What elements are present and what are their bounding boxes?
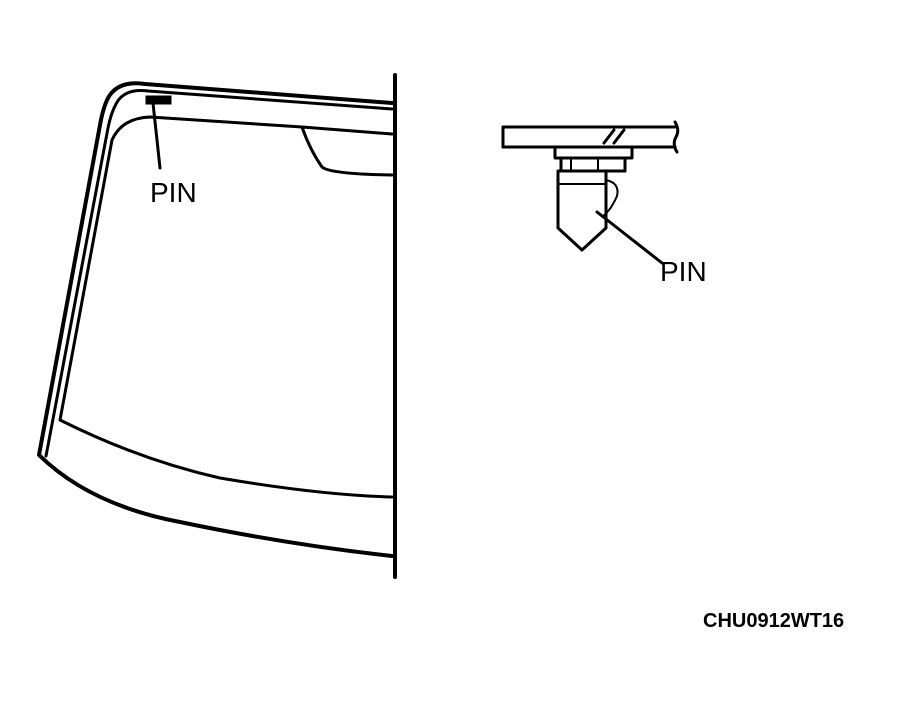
windshield-inner-edge [44, 89, 394, 458]
figure-code: CHU0912WT16 [703, 610, 844, 632]
windshield-border-line [300, 125, 394, 177]
windshield-outer-edge [37, 81, 394, 558]
pin-detail-leader-line [595, 210, 664, 265]
pin-clip-flange [553, 145, 634, 160]
detail-panel-hatch-1 [602, 128, 616, 145]
pin-label-detail: PIN [660, 256, 707, 287]
pin-clip-spring [602, 179, 619, 217]
pin-leader-line [151, 101, 162, 170]
detail-panel-break [672, 120, 680, 154]
detail-panel-hatch-2 [612, 128, 626, 145]
pin-clip-body [556, 169, 608, 252]
pin-label-windshield: PIN [150, 177, 197, 208]
windshield-ceramic-border [58, 115, 394, 499]
pin-marker [145, 95, 172, 105]
detail-glass-panel [501, 125, 677, 149]
